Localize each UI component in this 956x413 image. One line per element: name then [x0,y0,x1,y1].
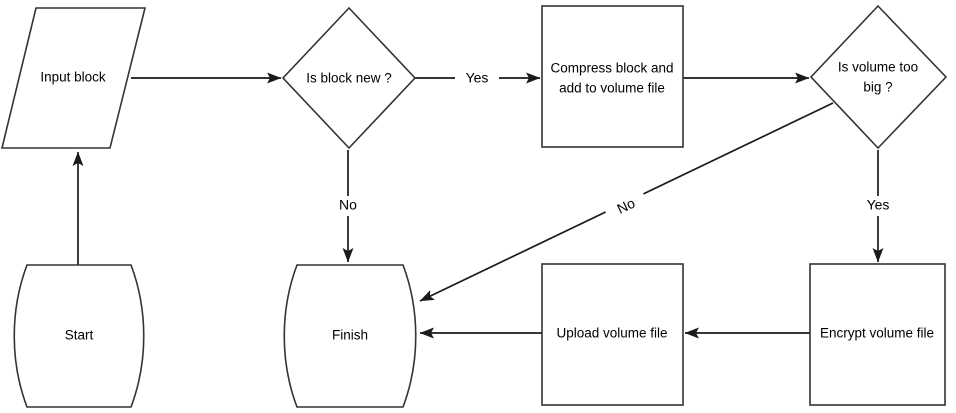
edge-label-yes-block-new: Yes [466,70,489,86]
node-label-upload-volume-file: Upload volume file [556,326,667,341]
node-label-compress-block-line2: add to volume file [559,81,665,96]
edge-label-yes-volume-big: Yes [867,197,890,213]
node-label-finish: Finish [332,328,368,343]
node-upload-volume-file[interactable]: Upload volume file [541,263,684,406]
node-is-block-new[interactable]: Is block new ? [281,6,417,150]
edge-blocknew-yes: Yes [415,68,541,88]
node-label-is-volume-too-big-line2: big ? [863,80,892,95]
node-compress-block[interactable]: Compress block and add to volume file [541,5,684,148]
edge-blocknew-no: No [327,150,369,263]
node-start[interactable]: Start [13,264,145,408]
node-label-input-block: Input block [40,70,106,85]
node-is-volume-too-big[interactable]: Is volume too big ? [809,4,948,150]
node-label-is-volume-too-big-line1: Is volume too [838,60,918,75]
node-label-encrypt-volume-file: Encrypt volume file [820,326,934,341]
edge-label-no-block-new: No [339,197,357,213]
edge-volumebig-yes: Yes [855,150,901,263]
node-finish[interactable]: Finish [283,264,417,408]
edge-label-no-volume-big: No [614,195,637,217]
node-label-compress-block-line1: Compress block and [550,61,673,76]
edge-volumebig-no: No [419,102,834,302]
node-input-block[interactable]: Input block [0,7,147,149]
node-label-start: Start [65,328,94,343]
node-encrypt-volume-file[interactable]: Encrypt volume file [809,263,946,406]
node-label-is-block-new: Is block new ? [306,71,392,86]
